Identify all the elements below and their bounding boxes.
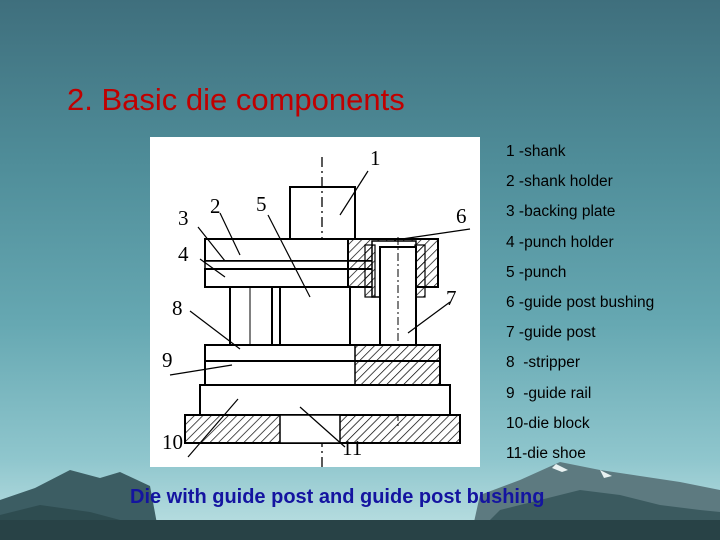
callout-11: 11 — [342, 436, 362, 460]
legend-item: 1 -shank — [506, 143, 566, 160]
callout-9: 9 — [162, 348, 173, 372]
legend-item: 5 -punch — [506, 263, 567, 281]
punch-left — [229, 286, 273, 346]
punch-center — [279, 286, 351, 346]
legend-item: 4 -punch holder — [506, 233, 614, 251]
callout-5: 5 — [256, 192, 267, 216]
legend-item: 6 -guide post bushing — [506, 293, 655, 311]
legend-item: 2 -shank holder — [506, 173, 613, 191]
legend-item: 11-die shoe — [506, 444, 586, 462]
callout-1: 1 — [370, 146, 381, 170]
legend-item: 9 -guide rail — [506, 384, 592, 402]
component-legend: 1 -shank 2 -shank holder 3 -backing plat… — [506, 142, 654, 474]
legend-item: 3 -backing plate — [506, 203, 616, 221]
callout-8: 8 — [172, 296, 183, 320]
die-cross-section: 1 2 3 4 5 6 7 8 9 10 11 — [162, 146, 471, 467]
legend-item: 8 -stripper — [506, 354, 581, 372]
callout-3: 3 — [178, 206, 189, 230]
callout-10: 10 — [162, 430, 183, 454]
die-diagram: 1 2 3 4 5 6 7 8 9 10 11 — [150, 137, 480, 467]
slide-title: 2. Basic die components — [67, 82, 405, 117]
callout-2: 2 — [210, 194, 221, 218]
guide-post-bushing — [364, 244, 376, 298]
figure-caption: Die with guide post and guide post bushi… — [130, 486, 545, 508]
legend-item: 10-die block — [506, 414, 590, 432]
callout-4: 4 — [178, 242, 189, 266]
callout-6: 6 — [456, 204, 467, 228]
callout-7: 7 — [446, 286, 457, 310]
legend-item: 7 -guide post — [506, 324, 596, 342]
